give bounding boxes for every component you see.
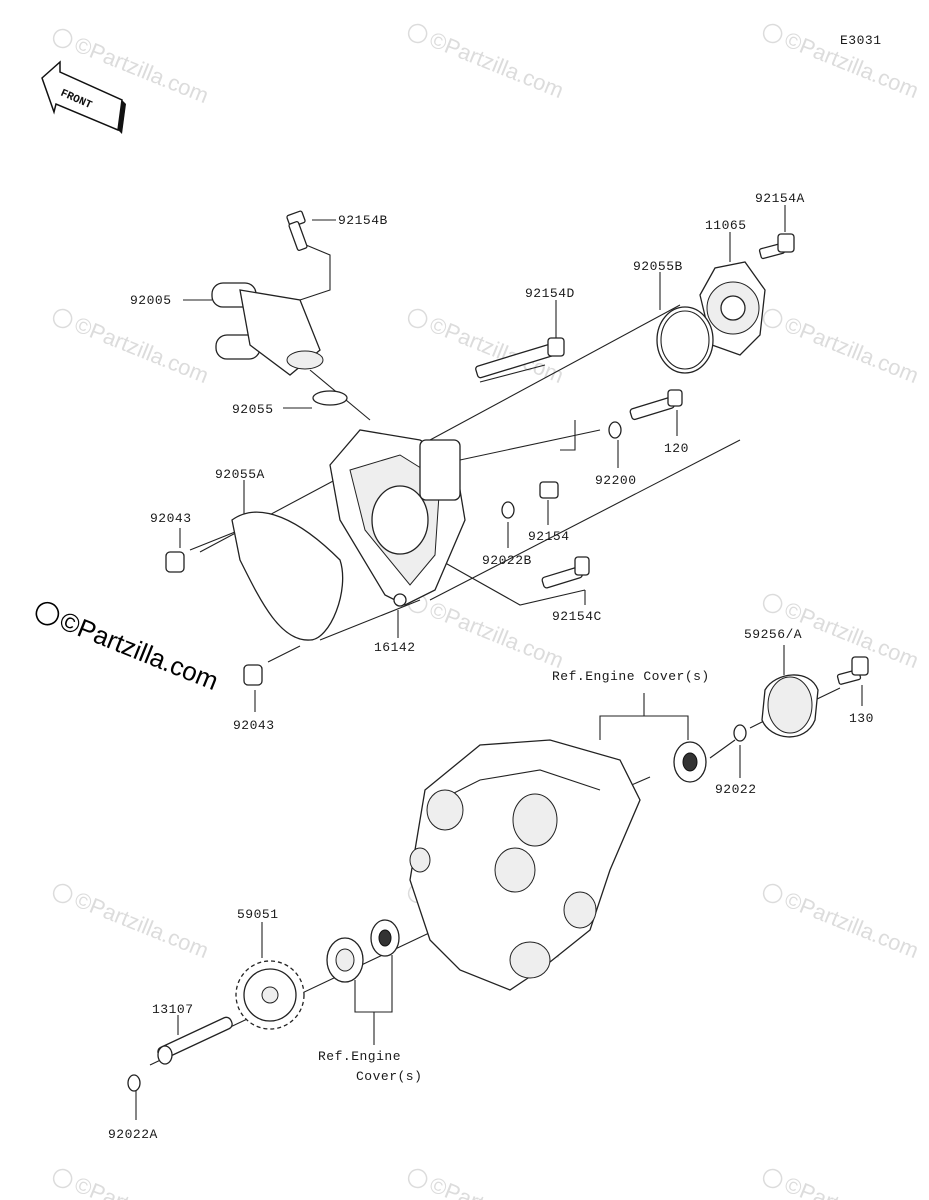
washer-92022A-icon — [127, 1074, 141, 1092]
seal-top-icon — [673, 741, 707, 783]
shaft-13107-icon — [157, 1016, 233, 1065]
label-92154C: 92154C — [552, 609, 602, 624]
washer-92022B-icon — [501, 501, 515, 519]
label-92005: 92005 — [130, 293, 172, 308]
ref-engine-cover-bottom-line2: Cover(s) — [356, 1069, 422, 1084]
partzilla-logo: ©Partzilla.com — [35, 601, 223, 696]
front-arrow-icon: FRONT — [41, 60, 126, 134]
label-16142: 16142 — [374, 640, 416, 655]
label-11065: 11065 — [705, 218, 747, 233]
engine-cover-icon — [409, 739, 641, 991]
label-92022B: 92022B — [482, 553, 532, 568]
label-13107: 13107 — [152, 1002, 194, 1017]
watermark-text: ©Partzilla.com — [71, 887, 212, 963]
bolt-120-icon — [629, 389, 683, 421]
label-59051: 59051 — [237, 907, 279, 922]
watermark-text: ©Partzilla.com — [71, 312, 212, 388]
label-92154A: 92154A — [755, 191, 805, 206]
oring-92055-icon — [312, 390, 348, 406]
label-92055B: 92055B — [633, 259, 683, 274]
watermark-text: ©Partzilla.com — [426, 1172, 567, 1200]
bolt-92154A-icon — [758, 233, 795, 260]
watermark-text: ©Partzilla.com — [426, 597, 567, 673]
bolt-92154D-icon — [475, 337, 565, 379]
label-130: 130 — [849, 711, 874, 726]
cover-11065-icon — [699, 261, 766, 356]
impeller-59256A-icon — [761, 674, 819, 738]
label-92055A: 92055A — [215, 467, 265, 482]
label-92154D: 92154D — [525, 286, 575, 301]
label-92043-bottom: 92043 — [233, 718, 275, 733]
label-92200: 92200 — [595, 473, 637, 488]
label-92043-top: 92043 — [150, 511, 192, 526]
fitting-92005-icon — [211, 282, 324, 376]
bolt-92154C-icon — [541, 556, 590, 589]
housing-16142-icon — [329, 429, 466, 607]
washer-92200-icon — [608, 421, 622, 439]
watermark-text: ©Partzilla.com — [781, 1172, 922, 1200]
bearing-bottom-icon — [326, 937, 364, 983]
watermark-text: ©Partzilla.com — [781, 312, 922, 388]
bolt-130-icon — [836, 656, 869, 685]
ref-engine-cover-bottom-line1: Ref.Engine — [318, 1049, 401, 1064]
ref-engine-cover-top: Ref.Engine Cover(s) — [552, 669, 710, 684]
dowel-92043-top-icon — [165, 551, 185, 573]
bolt-92154-icon — [539, 481, 559, 499]
gear-59051-icon — [235, 960, 305, 1030]
bolt-92154B-icon — [286, 210, 308, 251]
label-92154B: 92154B — [338, 213, 388, 228]
oring-92055B-icon — [656, 306, 714, 374]
label-92022A: 92022A — [108, 1127, 158, 1142]
part-labels: 92154B 92005 92055 92055A 92043 92043 16… — [108, 191, 874, 1142]
label-59256A: 59256/A — [744, 627, 802, 642]
watermark-text: ©Partzilla.com — [781, 887, 922, 963]
gasket-92055A-icon — [231, 511, 344, 641]
washer-92022-icon — [733, 724, 747, 742]
watermark-text: ©Partzilla.com — [71, 1172, 212, 1200]
label-92055: 92055 — [232, 402, 274, 417]
label-92022: 92022 — [715, 782, 757, 797]
label-92154: 92154 — [528, 529, 570, 544]
part-drawings — [127, 210, 869, 1092]
watermark-text: ©Partzilla.com — [426, 27, 567, 103]
dowel-92043-bottom-icon — [243, 664, 263, 686]
label-120: 120 — [664, 441, 689, 456]
partzilla-logo-text: ©Partzilla.com — [56, 605, 223, 696]
diagram-code: E3031 — [840, 33, 882, 48]
seal-bottom-icon — [370, 919, 400, 957]
